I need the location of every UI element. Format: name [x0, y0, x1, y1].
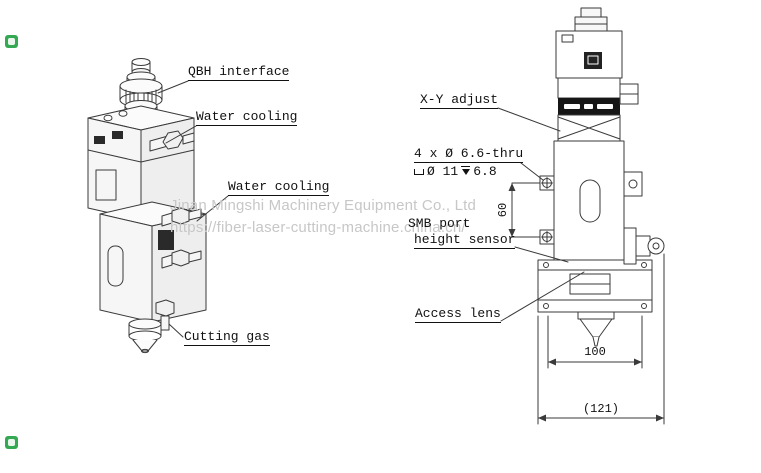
- left-isometric-view: [87, 58, 207, 354]
- label-cutting-gas: Cutting gas: [184, 329, 270, 346]
- dimension-body-width: 100: [584, 345, 606, 359]
- hole-note-diameter: Ø 11: [427, 164, 459, 179]
- sensor-flange: [537, 259, 653, 313]
- label-qbh-interface: QBH interface: [188, 64, 290, 81]
- side-attachments: [619, 83, 643, 197]
- brand-logo: [584, 52, 602, 69]
- depth-symbol-icon: [461, 166, 471, 177]
- watermark-company: Jinan Mingshi Machinery Equipment Co., L…: [170, 197, 477, 214]
- label-water-cooling-2: Water cooling: [228, 179, 330, 196]
- label-access-lens: Access lens: [415, 306, 501, 323]
- dimension-hole-spacing: 60: [496, 202, 510, 218]
- water-fitting-lower: [161, 207, 202, 269]
- top-knob-cap: [580, 7, 602, 18]
- water-fitting-upper: [149, 130, 195, 152]
- smb-connector: [623, 227, 665, 265]
- body-slot: [579, 179, 601, 223]
- watermark-icon: [5, 436, 18, 449]
- dimension-overall-width: (121): [582, 402, 619, 416]
- right-view-nozzle: [577, 311, 615, 347]
- label-xy-adjust: X-Y adjust: [420, 92, 499, 109]
- label-hole-note-line2: Ø 11 6.8: [414, 164, 497, 179]
- dimension-lines: [508, 182, 665, 425]
- label-water-cooling-1: Water cooling: [196, 109, 298, 126]
- label-height-sensor: height sensor: [414, 232, 516, 249]
- watermark-icon: [5, 35, 18, 48]
- counterbore-icon: [414, 169, 424, 175]
- left-view-nozzle: [128, 318, 162, 354]
- label-hole-note-line1: 4 x Ø 6.6-thru: [414, 146, 524, 163]
- main-body: [553, 140, 625, 261]
- watermark-url: https://fiber-laser-cutting-machine.chin…: [170, 219, 466, 236]
- leader-lines: [157, 80, 585, 338]
- xy-adjust-section: [557, 114, 621, 142]
- label-band: [558, 98, 620, 115]
- hole-note-depth: 6.8: [473, 164, 497, 179]
- label-smb-port: SMB port: [408, 216, 471, 231]
- qbh-connector: [119, 58, 163, 114]
- right-front-view: [537, 7, 665, 347]
- mounting-holes: [539, 175, 555, 245]
- lower-body: [99, 201, 207, 323]
